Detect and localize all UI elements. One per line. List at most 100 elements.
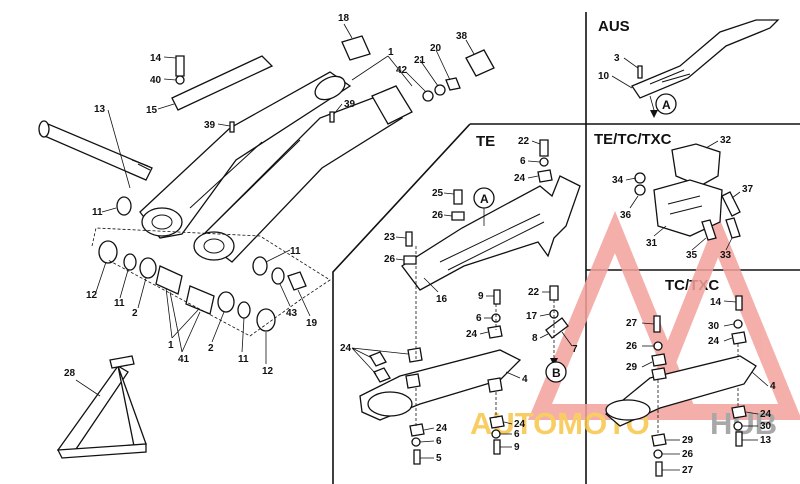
leader-te-22-top (531, 140, 541, 145)
callout-te-6-bottom-right: 6 (514, 429, 520, 440)
bushing-11-left (123, 253, 137, 271)
leader-te-8 (539, 333, 549, 339)
leader-1-top (351, 55, 413, 87)
te-slider-24-top (537, 169, 553, 183)
leader-tc-29-upper (641, 361, 653, 368)
leader-tc-27-upper (641, 322, 655, 325)
leader-35 (691, 237, 707, 251)
leader-te-6-bottom-left (419, 440, 435, 443)
leader-28 (75, 379, 101, 397)
callout-39-right: 39 (344, 99, 356, 110)
leader-32 (705, 140, 719, 149)
te-chain-guide-slot (439, 213, 545, 271)
callout-tc-27-lower: 27 (682, 465, 694, 476)
leader-37 (731, 191, 741, 199)
swingarm-left-arm (139, 71, 352, 239)
aus-assembly: A 3 10 (598, 19, 780, 118)
view-marker-a-aus-circle (655, 93, 677, 115)
te-slider-24-bottom-right (489, 415, 505, 429)
callout-12-left: 12 (86, 290, 98, 301)
callout-31: 31 (646, 238, 658, 249)
leader-tc-30-upper (723, 323, 735, 327)
leader-te-24-top (527, 175, 539, 179)
te-slider-4-end (367, 391, 413, 417)
tc-bolt-13 (735, 431, 743, 447)
aus-chain-guide (631, 19, 780, 99)
leader-31 (653, 225, 667, 237)
callout-18: 18 (338, 13, 350, 24)
callout-15: 15 (146, 105, 158, 116)
bolt-20 (445, 77, 461, 91)
aus-screw-3 (637, 65, 643, 79)
leader-te-7 (561, 331, 573, 347)
tc-washer-30-upper (733, 319, 743, 329)
callout-te-16: 16 (436, 294, 448, 305)
bearing-2-right (217, 291, 235, 313)
leader-11-d (241, 317, 245, 353)
callout-11-a: 11 (92, 207, 103, 218)
spacer-41-right (185, 285, 215, 315)
te-bolt-9-lower (493, 439, 501, 455)
te-slider-24-d (405, 373, 421, 389)
bushing-12-left (98, 240, 118, 264)
section-title-aus: AUS (598, 18, 630, 35)
screw-39-right (329, 111, 335, 123)
bolt-35 (701, 219, 717, 241)
main-swingarm-assembly (38, 35, 495, 459)
leader-18 (343, 23, 353, 39)
screw-39-left (229, 121, 235, 133)
callout-te-5: 5 (436, 453, 442, 464)
bearing-2-left (139, 257, 157, 279)
leader-21 (419, 59, 439, 87)
callout-tc-4: 4 (770, 381, 776, 392)
swingarm-right-end (371, 85, 413, 125)
adjuster-block-38 (465, 49, 495, 77)
callout-te-22-mid: 22 (528, 287, 540, 298)
callout-te-6-mid: 6 (476, 313, 482, 324)
divider-te-left (332, 123, 586, 484)
swingarm-right-pivot (193, 231, 235, 261)
tc-block-29-lower (651, 433, 667, 447)
view-marker-b: B (552, 366, 561, 380)
tc-bolt-27-lower (655, 461, 663, 477)
leader-10 (611, 75, 633, 89)
leader-43 (279, 283, 291, 307)
callout-37: 37 (742, 184, 754, 195)
nut-19 (287, 271, 307, 291)
te-nut-26-lower (403, 255, 417, 265)
tc-bolt-14 (735, 295, 743, 311)
callout-33: 33 (720, 250, 732, 261)
te-nut-26-upper (451, 211, 465, 221)
tc-assembly-guide (657, 344, 739, 434)
washer-21 (434, 84, 446, 96)
callout-te-7: 7 (572, 344, 578, 355)
tc-block-29-mid (651, 353, 667, 367)
leader-3 (623, 57, 639, 69)
leader-12-left (95, 261, 107, 293)
leader-41 (169, 291, 201, 353)
te-washer-6-top (539, 157, 549, 167)
te-washer-6-bottom-right (491, 429, 501, 439)
swingarm-crossmember (189, 139, 301, 229)
te-washer-6-bottom-left (411, 437, 421, 447)
leader-te-24-mid (479, 331, 489, 335)
view-arrow-a-aus (649, 95, 655, 111)
leader-te-6-top (527, 160, 541, 163)
te-slider-24-c (407, 347, 423, 363)
callout-1-bottom: 1 (168, 340, 174, 351)
spacer-41-left (155, 265, 183, 295)
callout-36: 36 (620, 210, 632, 221)
swingarm-right-arm (199, 95, 404, 263)
callout-34: 34 (612, 175, 624, 186)
callout-41: 41 (178, 354, 190, 365)
axle-head (38, 120, 50, 138)
callout-21: 21 (414, 55, 426, 66)
washer-40 (175, 75, 185, 85)
callout-20: 20 (430, 43, 442, 54)
section-title-te: TE (476, 133, 495, 150)
callout-tc-30-lower: 30 (760, 421, 772, 432)
main-callouts: 13 14 40 15 39 18 1 42 21 20 38 39 11 11… (64, 13, 468, 379)
leader-te-24-group (351, 347, 409, 375)
te-chain-guide-16 (401, 175, 581, 291)
